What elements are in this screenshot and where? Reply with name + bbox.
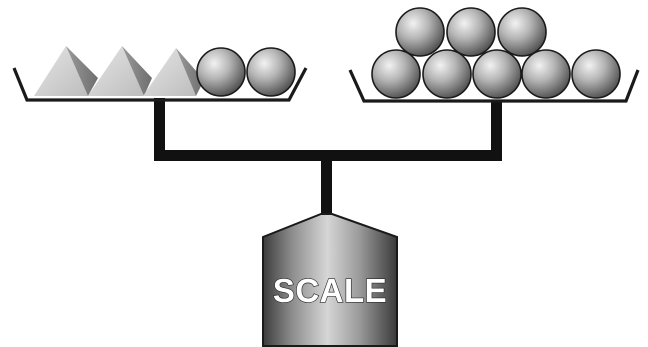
ball <box>446 7 496 57</box>
ball <box>196 47 246 97</box>
ball <box>497 7 547 57</box>
ball <box>472 49 522 99</box>
scale-label: SCALE <box>273 272 387 309</box>
right-pan-contents <box>371 7 621 99</box>
left-pan-contents <box>34 46 296 97</box>
ball <box>422 49 472 99</box>
pyramid <box>88 46 152 96</box>
ball <box>571 49 621 99</box>
ball <box>521 49 571 99</box>
center-post <box>321 158 332 216</box>
pyramid <box>143 48 204 96</box>
ball <box>246 47 296 97</box>
scale-body: SCALE <box>262 213 398 347</box>
pyramid <box>34 46 98 96</box>
left-pan <box>12 67 308 102</box>
crossbar <box>154 150 502 161</box>
right-arm <box>491 100 502 158</box>
ball <box>395 7 445 57</box>
left-arm <box>154 98 165 158</box>
scale-beam <box>154 98 502 216</box>
right-pan <box>348 69 640 103</box>
ball <box>371 49 421 99</box>
